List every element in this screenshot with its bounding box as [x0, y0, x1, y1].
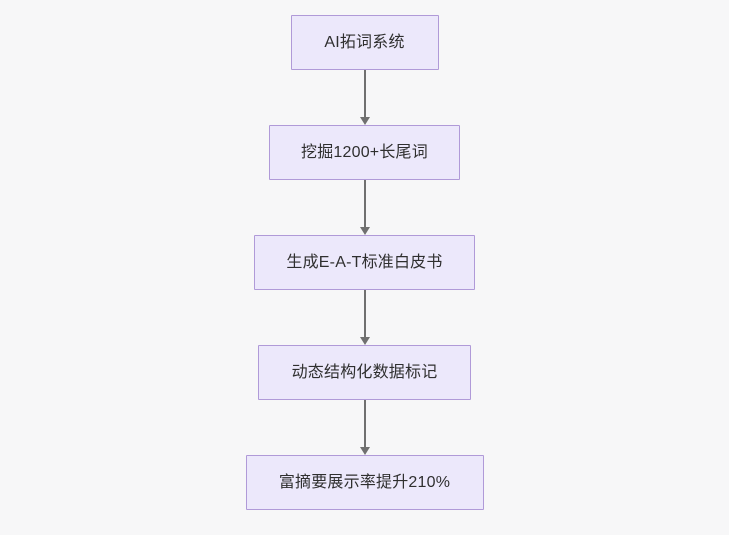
connector-line [363, 180, 366, 228]
connector-line [363, 400, 366, 448]
flow-node-rich-snippet-result[interactable]: 富摘要展示率提升210% [245, 455, 484, 510]
flow-node-longtail-keywords[interactable]: 挖掘1200+长尾词 [269, 125, 460, 180]
flowchart-node-column: AI拓词系统 挖掘1200+长尾词 生成E-A-T标准白皮书 动态结构化数据标记 [245, 15, 484, 510]
flow-connector-4 [358, 400, 372, 455]
arrow-down-icon [359, 447, 370, 455]
flow-node-ai-keyword-system[interactable]: AI拓词系统 [290, 15, 439, 70]
flow-node-label: 生成E-A-T标准白皮书 [286, 253, 443, 271]
flow-node-structured-data-markup[interactable]: 动态结构化数据标记 [258, 345, 471, 400]
flow-node-label: 动态结构化数据标记 [291, 363, 438, 381]
connector-line [363, 290, 366, 338]
flow-node-eat-whitepaper[interactable]: 生成E-A-T标准白皮书 [254, 235, 475, 290]
connector-line [363, 70, 366, 118]
flow-node-label: 挖掘1200+长尾词 [301, 143, 428, 161]
arrow-down-icon [359, 337, 370, 345]
flow-connector-2 [358, 180, 372, 235]
flow-node-label: AI拓词系统 [324, 33, 405, 51]
flow-connector-3 [358, 290, 372, 345]
arrow-down-icon [359, 117, 370, 125]
arrow-down-icon [359, 227, 370, 235]
flow-node-label: 富摘要展示率提升210% [278, 473, 451, 491]
flow-connector-1 [358, 70, 372, 125]
